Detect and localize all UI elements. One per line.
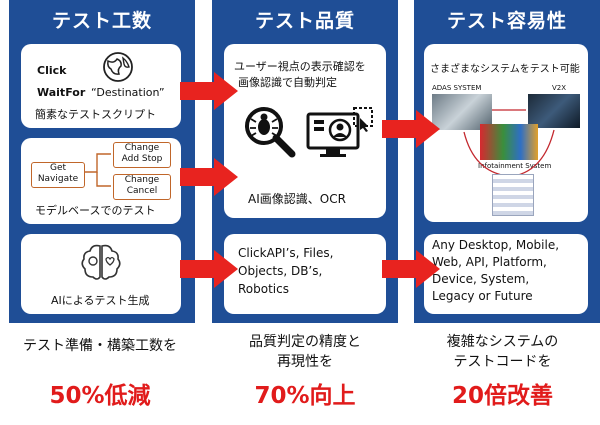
card-line-2: Objects, DB’s, (238, 264, 323, 278)
systems-card: さまざまなシステムをテスト可能 ADAS SYSTEM V2X Infotain… (424, 44, 588, 222)
summary-line-1: テスト準備・構築工数を (23, 338, 177, 354)
column-testability: テスト容易性 さまざまなシステムをテスト可能 ADAS SYSTEM V2X I… (414, 0, 600, 323)
infotainment-image (480, 124, 538, 160)
script-card: Click WaitFor “Destination” 簡素なテストスクリプト (21, 44, 181, 128)
card-line-1: Any Desktop, Mobile, (432, 238, 560, 252)
arrow-right-icon (382, 250, 440, 288)
navigate-label: Navigate (37, 174, 79, 184)
ai-card: AIによるテスト生成 (21, 234, 181, 314)
get-navigate-node: Get Navigate (31, 162, 85, 188)
image-recognition-card: ユーザー視点の表示確認を 画像認識で自動判定 AI画像認識、OCR (224, 44, 386, 218)
card-caption: モデルベースでのテスト (35, 204, 156, 217)
card-line-2: 画像認識で自動判定 (238, 76, 337, 89)
model-card: Get Navigate Change Add Stop Change Canc… (21, 138, 181, 224)
change-label: Change (124, 143, 160, 153)
get-label: Get (49, 163, 67, 173)
card-caption: AIによるテスト生成 (51, 294, 150, 307)
effort-result: 50%低減 (49, 383, 151, 409)
column-title: テスト容易性 (446, 10, 567, 32)
click-text: Click (37, 64, 67, 77)
card-line-2: Web, API, Platform, (432, 255, 547, 269)
summary-line-2: テストコードを (453, 354, 552, 370)
v2x-image (528, 94, 580, 128)
column-title: テスト品質 (254, 10, 355, 32)
testability-result: 20倍改善 (451, 383, 553, 409)
card-line-1: ユーザー視点の表示確認を (234, 60, 366, 73)
arrow-right-icon (180, 250, 238, 288)
arrow-right-icon (382, 110, 440, 148)
flow-connectors (84, 153, 111, 187)
diagram-thumbnail (492, 174, 534, 216)
integration-card: ClickAPI’s, Files, Objects, DB’s, Roboti… (224, 234, 386, 314)
add-stop-node: Change Add Stop (113, 142, 171, 168)
cancel-node: Change Cancel (113, 174, 171, 200)
waitfor-text: WaitFor (37, 86, 86, 99)
column-test-quality: テスト品質 ユーザー視点の表示確認を 画像認識で自動判定 AI画像認識、OCR … (212, 0, 398, 323)
card-caption: さまざまなシステムをテスト可能 (430, 64, 580, 75)
arrow-right-icon (180, 72, 238, 110)
infotainment-label: Infotainment System (478, 162, 552, 170)
platform-card: Any Desktop, Mobile, Web, API, Platform,… (424, 234, 588, 314)
add-stop-label: Add Stop (121, 154, 163, 164)
testability-summary: 複雑なシステムの テストコードを (405, 332, 600, 372)
cancel-label: Cancel (126, 186, 158, 196)
card-line-3: Device, System, (432, 272, 530, 286)
card-line-4: Legacy or Future (432, 289, 533, 303)
adas-label: ADAS SYSTEM (432, 84, 482, 92)
arrow-right-icon (180, 158, 238, 196)
card-caption: AI画像認識、OCR (248, 192, 346, 206)
globe-icon (103, 52, 133, 82)
quality-summary: 品質判定の精度と 再現性を (205, 332, 405, 372)
card-line-1: ClickAPI’s, Files, (238, 246, 334, 260)
summary-line-1: 複雑なシステムの (446, 334, 559, 350)
column-title: テスト工数 (51, 10, 152, 32)
v2x-label: V2X (552, 84, 567, 92)
bug-magnifier-icon (245, 107, 296, 158)
column-test-effort: テスト工数 Click WaitFor “Destination” 簡素なテスト… (9, 0, 195, 323)
card-caption: 簡素なテストスクリプト (35, 108, 156, 121)
card-line-3: Robotics (238, 282, 289, 296)
effort-summary: テスト準備・構築工数を (0, 336, 200, 356)
quality-result: 70%向上 (254, 383, 356, 409)
summary-line-2: 再現性を (277, 354, 333, 370)
destination-text: “Destination” (91, 86, 165, 99)
monitor-user-icon (306, 107, 373, 157)
summary-line-1: 品質判定の精度と (249, 334, 361, 350)
change-label: Change (124, 175, 160, 185)
brain-icon (81, 244, 121, 280)
